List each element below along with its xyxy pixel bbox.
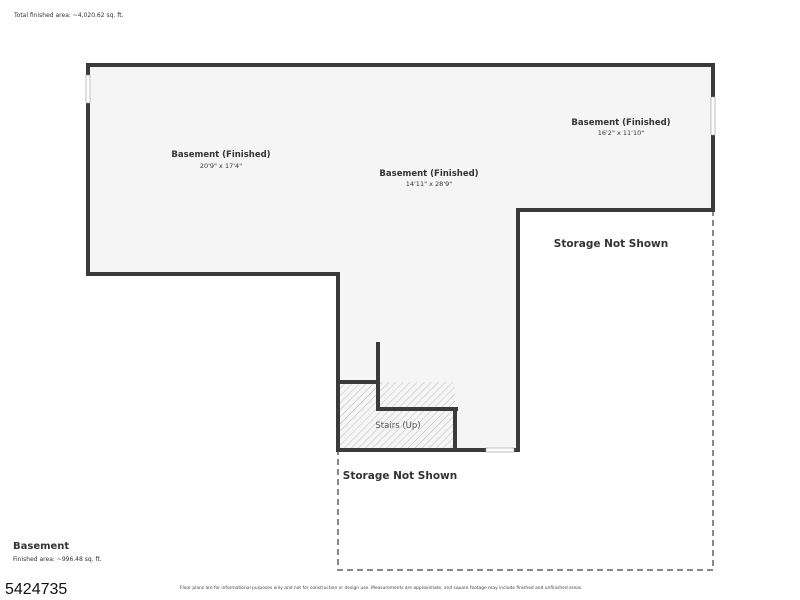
disclaimer: Floor plans are for informational purpos…	[180, 586, 583, 591]
storage-label: Storage Not Shown	[554, 238, 668, 250]
window	[85, 74, 91, 104]
door-opening	[485, 447, 515, 453]
room-name: Basement (Finished)	[571, 118, 670, 128]
room-name: Basement (Finished)	[171, 150, 270, 160]
storage-outline	[337, 210, 714, 571]
stairs-area	[340, 382, 455, 448]
total-finished-area: Total finished area: ~4,020.62 sq. ft.	[14, 12, 124, 19]
storage-label: Storage Not Shown	[343, 470, 457, 482]
room-dims: 16'2" x 11'10"	[598, 129, 644, 137]
room-name: Basement (Finished)	[379, 169, 478, 179]
room-dims: 20'9" x 17'4"	[200, 162, 242, 170]
window	[710, 96, 716, 136]
stairs-label: Stairs (Up)	[375, 421, 420, 431]
listing-id: 5424735	[5, 581, 68, 598]
floor-area: Finished area: ~996.48 sq. ft.	[13, 556, 102, 563]
floor-name: Basement	[13, 541, 70, 552]
stair-wall	[376, 380, 458, 411]
room-dims: 14'11" x 28'9"	[406, 180, 452, 188]
